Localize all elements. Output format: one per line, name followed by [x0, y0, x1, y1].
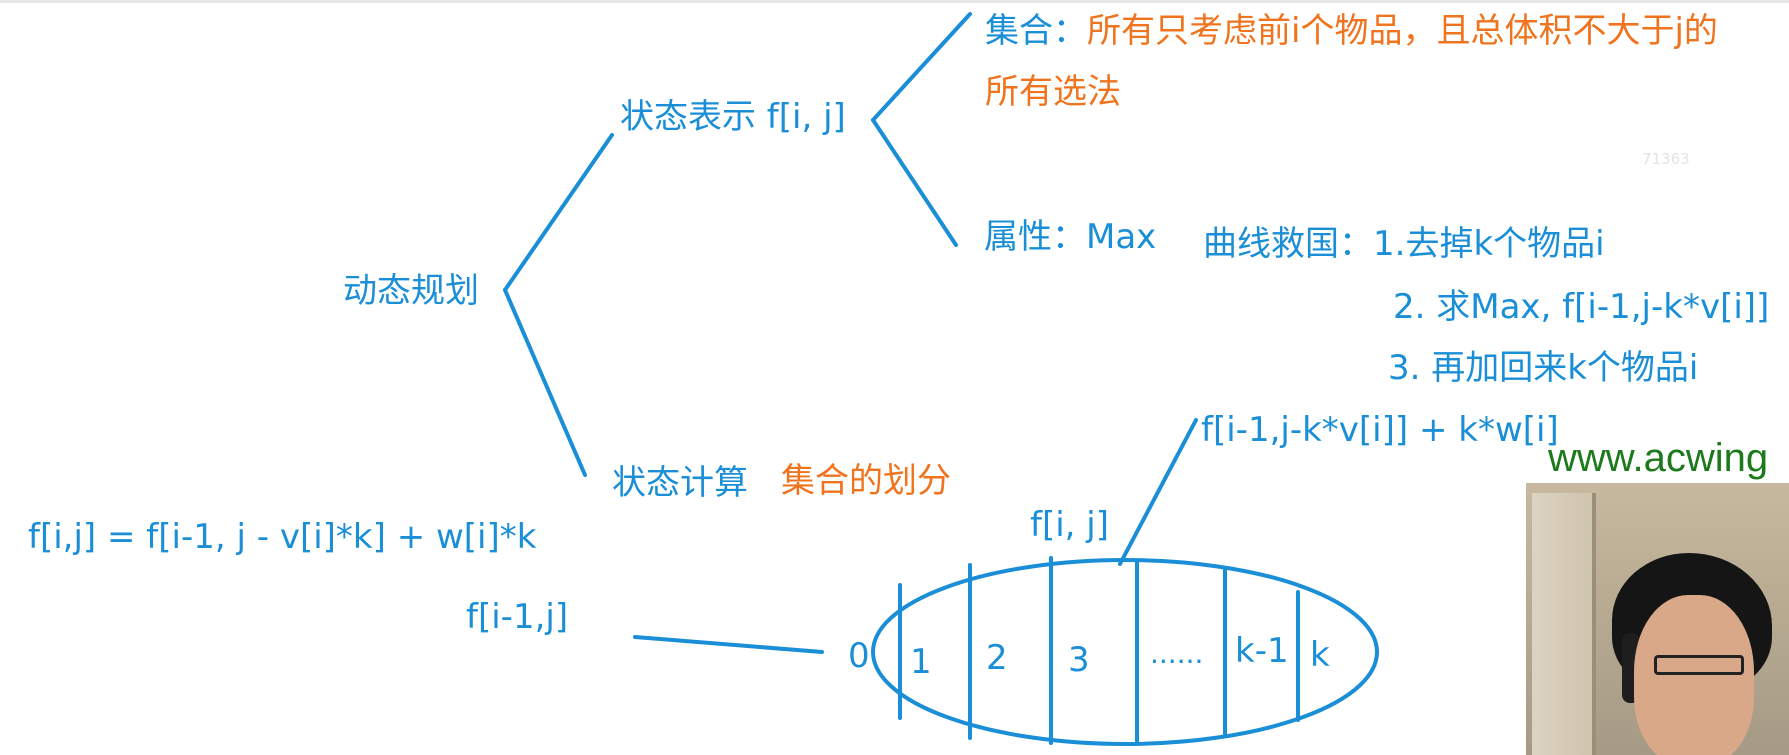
cell-ellipsis: ...... [1150, 637, 1204, 670]
brand-url: www.acwing [1548, 436, 1769, 480]
branch-state-repr-to-property [871, 118, 958, 247]
transition-formula: f[i,j] = f[i-1, j - v[i]*k] + w[i]*k [28, 517, 537, 557]
k-formula: f[i-1,j-k*v[i]] + k*w[i] [1201, 410, 1559, 450]
branch-root-to-state-compute [503, 288, 587, 477]
state-repr-label: 状态表示 f[i, j] [620, 97, 846, 137]
set-prefix: 集合： [985, 11, 1087, 51]
f-prev-label: f[i-1,j] [466, 597, 569, 637]
detour-line: 曲线救国：1.去掉k个物品i [1203, 227, 1605, 261]
background-door [1532, 493, 1596, 755]
connector-f-prev-to-cell-0 [633, 635, 824, 654]
set-description-2: 所有选法 [985, 72, 1121, 112]
set-line-1: 集合：所有只考虑前i个物品，且总体积不大于j的 [985, 14, 1718, 48]
step-3: 3. 再加回来k个物品i [1388, 348, 1699, 388]
connector-to-k-formula [1118, 418, 1198, 566]
state-compute-label: 状态计算 [612, 463, 748, 503]
set-description-1: 所有只考虑前i个物品，且总体积不大于j的 [1087, 11, 1718, 51]
f-ij-label: f[i, j] [1030, 505, 1110, 545]
detour-prefix: 曲线救国： [1203, 224, 1373, 264]
step-1: 1.去掉k个物品i [1373, 224, 1605, 264]
cell-0: 0 [848, 636, 870, 676]
cell-2: 2 [986, 638, 1008, 678]
cell-k-minus-1: k-1 [1235, 631, 1289, 671]
webcam-video [1526, 483, 1789, 755]
branch-root-to-state-repr [503, 133, 614, 292]
cell-3: 3 [1068, 640, 1090, 680]
top-border [0, 0, 1789, 3]
partition-ellipse [871, 558, 1379, 746]
step-2: 2. 求Max, f[i-1,j-k*v[i]] [1393, 287, 1770, 327]
root-label: 动态规划 [343, 271, 479, 311]
watermark-number: 71363 [1642, 150, 1690, 168]
cell-k: k [1310, 635, 1330, 675]
glasses-icon [1654, 655, 1744, 675]
partition-label: 集合的划分 [781, 461, 951, 501]
property-label: 属性：Max [984, 217, 1157, 257]
cell-1: 1 [910, 642, 932, 682]
branch-state-repr-to-set [871, 12, 972, 122]
presenter-face [1634, 595, 1754, 755]
